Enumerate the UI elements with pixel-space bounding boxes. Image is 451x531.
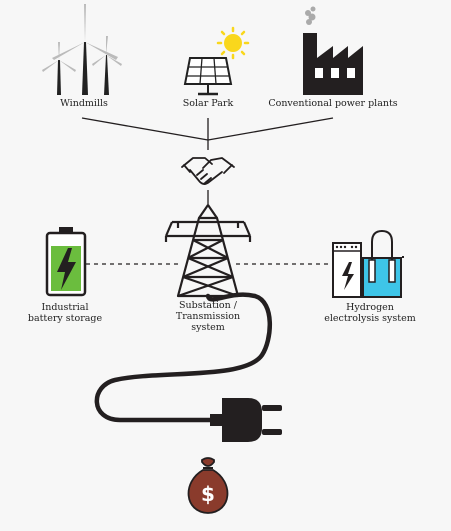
source-connector-lines (81, 117, 334, 205)
windmills-label: Windmills (60, 98, 108, 109)
hydrogen-electrolysis-icon (332, 229, 404, 298)
battery-label-line-1: Industrial (41, 302, 89, 313)
handshake-icon (181, 157, 235, 185)
solar-park-label: Solar Park (182, 98, 234, 109)
substation-label-line-2: Transmission (175, 311, 241, 322)
windmills-icon (42, 4, 122, 95)
battery-label-line-2: battery storage (27, 313, 103, 324)
substation-label-line-1: Substation / (179, 300, 237, 311)
hydrogen-label-line-2: electrolysis system (324, 313, 416, 324)
substation-label: Substation / Transmission system (158, 300, 258, 333)
sun-icon (216, 26, 250, 60)
svg-text:$: $ (201, 482, 215, 506)
power-plug-icon (94, 292, 282, 442)
battery-icon (45, 227, 87, 297)
solar-panel-icon (183, 57, 233, 96)
battery-storage-label: Industrial battery storage (10, 302, 120, 324)
factory-icon (303, 6, 363, 95)
substation-label-line-3: system (191, 322, 225, 333)
hydrogen-label-line-1: Hydrogen (346, 302, 394, 313)
transmission-tower-icon (164, 204, 252, 298)
money-bag-icon: $ (187, 457, 229, 514)
conventional-power-plants-label: Conventional power plants (268, 98, 398, 109)
hydrogen-label: Hydrogen electrolysis system (315, 302, 425, 324)
